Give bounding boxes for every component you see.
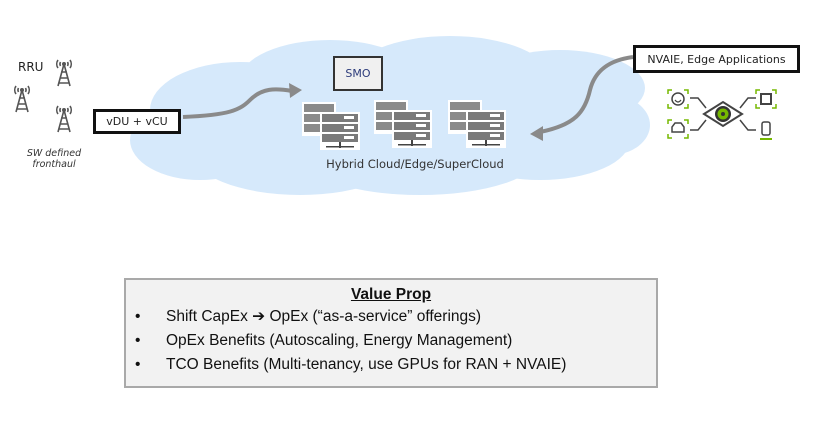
fronthaul-caption: SW defined fronthaul (24, 148, 84, 170)
list-item: • TCO Benefits (Multi-tenancy, use GPUs f… (126, 353, 656, 377)
radio-tower-icon (13, 85, 31, 113)
radio-tower-icon (55, 59, 73, 87)
value-prop-box: Value Prop • Shift CapEx ➔ OpEx (“as-a-se… (124, 278, 658, 388)
chip-icon (755, 89, 777, 109)
bullet: • (135, 332, 141, 349)
list-item: • Shift CapEx ➔ OpEx (“as-a-service” offe… (126, 305, 656, 329)
phone-icon (760, 121, 772, 140)
list-item-text: OpEx Benefits (Autoscaling, Energy Manag… (166, 332, 513, 349)
bullet: • (135, 356, 141, 373)
arrow-head-vdu (289, 83, 302, 98)
value-prop-title: Value Prop (350, 286, 432, 303)
list-item: • OpEx Benefits (Autoscaling, Energy Mana… (126, 329, 656, 353)
server-group-icon (448, 100, 506, 148)
arrow-vdu-to-cloud (182, 87, 293, 119)
list-item-text: Shift CapEx ➔ OpEx (“as-a-service” offer… (166, 308, 482, 325)
fronthaul-caption-line2: fronthaul (32, 159, 76, 170)
vdu-vcu-label: vDU + vCU (106, 115, 168, 128)
bullet: • (135, 308, 141, 325)
car-icon (667, 119, 689, 139)
fronthaul-caption-line1: SW defined (26, 148, 82, 159)
ai-vision-icon (667, 89, 777, 140)
radio-tower-icon (55, 105, 73, 133)
arrow-head-nvaie (530, 126, 543, 141)
value-prop-list: • Shift CapEx ➔ OpEx (“as-a-service” offe… (126, 305, 656, 377)
cloud-label: Hybrid Cloud/Edge/SuperCloud (326, 157, 504, 171)
vdu-vcu-box: vDU + vCU (93, 109, 181, 134)
server-group-icon (302, 102, 360, 150)
arrow-nvaie-to-cloud (539, 55, 634, 134)
server-group-icon (374, 100, 432, 148)
list-item-text: TCO Benefits (Multi-tenancy, use GPUs fo… (166, 356, 567, 373)
rru-label: RRU (18, 60, 44, 74)
nvaie-box: NVAIE, Edge Applications (633, 45, 800, 73)
smo-box: SMO (333, 56, 383, 91)
face-icon (667, 89, 689, 109)
smo-label: SMO (345, 67, 371, 80)
nvaie-label: NVAIE, Edge Applications (647, 52, 786, 66)
